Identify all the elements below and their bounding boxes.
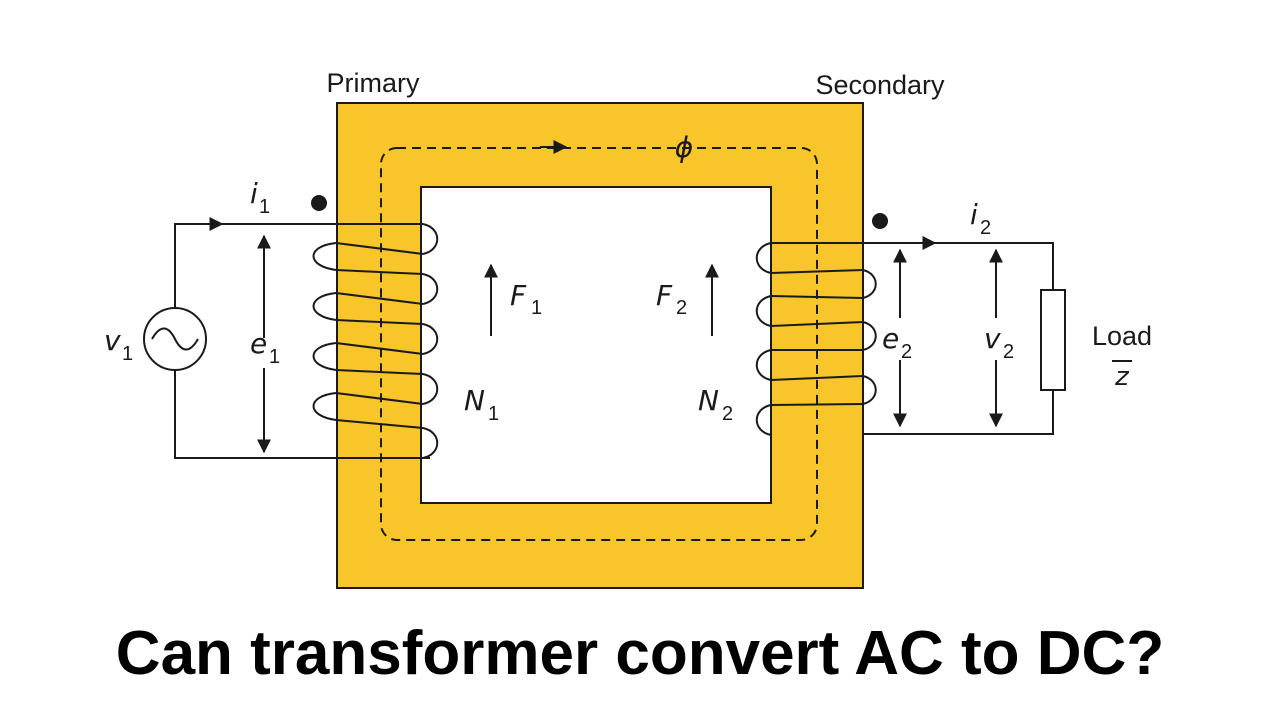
secondary-coil bbox=[755, 242, 877, 436]
i1-label: i bbox=[250, 177, 258, 210]
secondary-wire-bottom bbox=[863, 390, 1054, 435]
primary-wire-bottom bbox=[174, 370, 430, 459]
secondary-polarity-dot bbox=[872, 213, 888, 229]
v2-subscript: 2 bbox=[1003, 341, 1014, 363]
e1-subscript: 1 bbox=[269, 346, 280, 368]
primary-label: Primary bbox=[327, 68, 420, 98]
i2-label: i bbox=[970, 198, 978, 231]
primary-wire-top bbox=[174, 223, 423, 308]
primary-polarity-dot bbox=[311, 195, 327, 211]
n1-subscript: 1 bbox=[488, 403, 499, 425]
n1-label: N bbox=[464, 384, 485, 417]
load-resistor bbox=[1040, 289, 1066, 391]
sine-wave-icon bbox=[151, 327, 199, 351]
i2-subscript: 2 bbox=[980, 217, 991, 239]
n2-subscript: 2 bbox=[722, 403, 733, 425]
f1-label: F bbox=[510, 279, 527, 312]
v1-label: v bbox=[104, 324, 121, 357]
secondary-label: Secondary bbox=[815, 70, 945, 100]
i1-subscript: 1 bbox=[259, 196, 270, 218]
v2-label: v bbox=[984, 322, 1001, 355]
f1-subscript: 1 bbox=[531, 297, 542, 319]
load-symbol: z bbox=[1114, 362, 1130, 392]
f2-subscript: 2 bbox=[676, 297, 687, 319]
headline: Can transformer convert AC to DC? bbox=[115, 619, 1165, 688]
transformer-core bbox=[336, 102, 864, 589]
flux-path bbox=[380, 147, 818, 541]
load-label: Load bbox=[1092, 321, 1152, 351]
e2-subscript: 2 bbox=[901, 341, 912, 363]
f2-label: F bbox=[656, 279, 673, 312]
primary-coil bbox=[312, 223, 439, 459]
n2-label: N bbox=[698, 384, 719, 417]
secondary-wire-top bbox=[771, 242, 1054, 290]
flux-symbol: ϕ bbox=[675, 131, 693, 164]
e2-label: e bbox=[882, 322, 899, 355]
v1-subscript: 1 bbox=[122, 343, 133, 365]
e1-label: e bbox=[250, 327, 267, 360]
